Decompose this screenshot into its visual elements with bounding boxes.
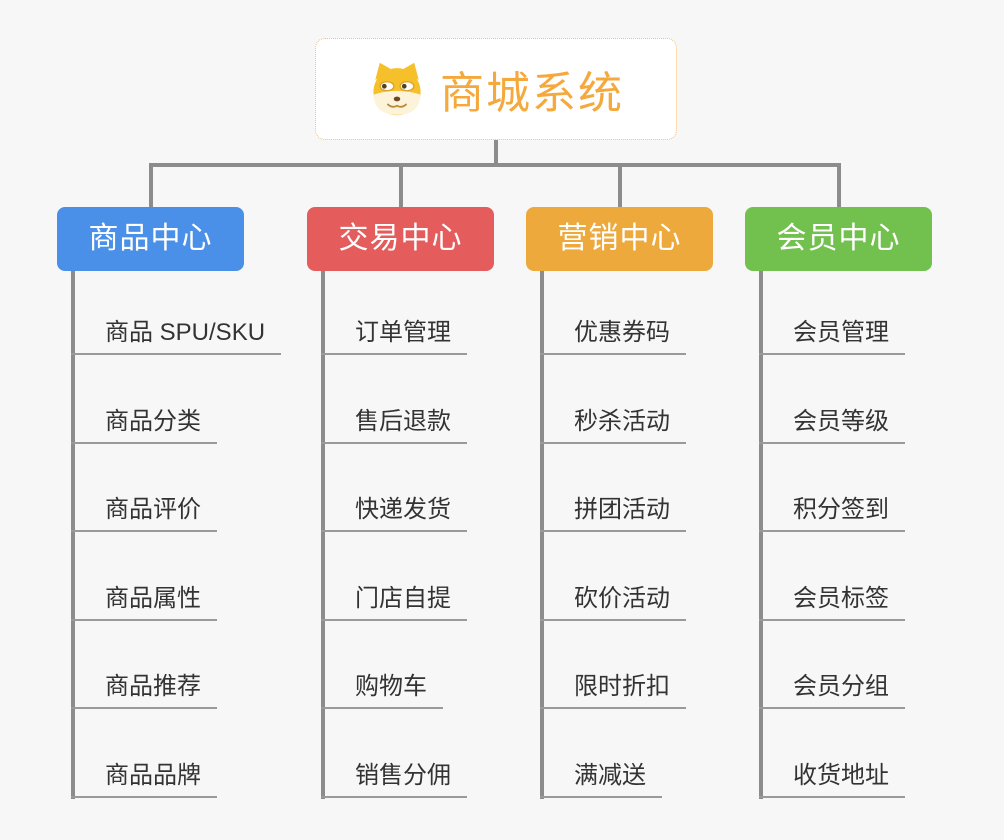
leaf-topic[interactable]: 商品分类 [71,408,217,444]
branch-trunk-line [321,271,325,799]
branch-header-products[interactable]: 商品中心 [57,207,244,271]
leaf-topic[interactable]: 会员标签 [759,585,905,621]
leaf-topic[interactable]: 拼团活动 [540,496,686,532]
branch-header-marketing[interactable]: 营销中心 [526,207,713,271]
branch-trade: 交易中心 订单管理 售后退款 快递发货 门店自提 购物车 销售分佣 [307,0,559,840]
branch-marketing: 营销中心 优惠券码 秒杀活动 拼团活动 砍价活动 限时折扣 满减送 [526,0,778,840]
root-topic-title: 商城系统 [440,69,624,118]
leaf-topic[interactable]: 会员分组 [759,673,905,709]
leaf-topic[interactable]: 限时折扣 [540,673,686,709]
branch-products: 商品中心 商品 SPU/SKU 商品分类 商品评价 商品属性 商品推荐 商品品牌 [57,0,309,840]
branch-trunk-line [71,271,75,799]
leaf-topic[interactable]: 购物车 [321,673,443,709]
drop-line-trade [399,167,403,207]
leaf-topic[interactable]: 订单管理 [321,319,467,355]
branch-header-trade[interactable]: 交易中心 [307,207,494,271]
leaf-topic[interactable]: 秒杀活动 [540,408,686,444]
leaf-topic[interactable]: 商品品牌 [71,762,217,798]
leaf-topic[interactable]: 满减送 [540,762,662,798]
branch-trunk-line [759,271,763,799]
leaf-topic[interactable]: 砍价活动 [540,585,686,621]
leaf-topic[interactable]: 商品评价 [71,496,217,532]
drop-line-members [837,167,841,207]
leaf-topic[interactable]: 售后退款 [321,408,467,444]
leaf-topic[interactable]: 会员等级 [759,408,905,444]
drop-line-products [149,167,153,207]
leaf-topic[interactable]: 销售分佣 [321,762,467,798]
drop-line-marketing [618,167,622,207]
doge-dog-face-icon [373,62,421,116]
leaf-topic[interactable]: 积分签到 [759,496,905,532]
leaf-topic[interactable]: 会员管理 [759,319,905,355]
branch-members: 会员中心 会员管理 会员等级 积分签到 会员标签 会员分组 收货地址 [745,0,997,840]
root-topic-node[interactable]: 商城系统 [315,38,677,140]
leaf-topic[interactable]: 商品推荐 [71,673,217,709]
leaf-topic[interactable]: 优惠券码 [540,319,686,355]
leaf-topic[interactable]: 收货地址 [759,762,905,798]
leaf-topic[interactable]: 快递发货 [321,496,467,532]
branch-header-members[interactable]: 会员中心 [745,207,932,271]
leaf-topic[interactable]: 门店自提 [321,585,467,621]
leaf-topic[interactable]: 商品属性 [71,585,217,621]
root-stem-line [494,140,498,166]
branch-rail-line [149,163,841,167]
branch-trunk-line [540,271,544,799]
leaf-topic[interactable]: 商品 SPU/SKU [71,319,282,355]
